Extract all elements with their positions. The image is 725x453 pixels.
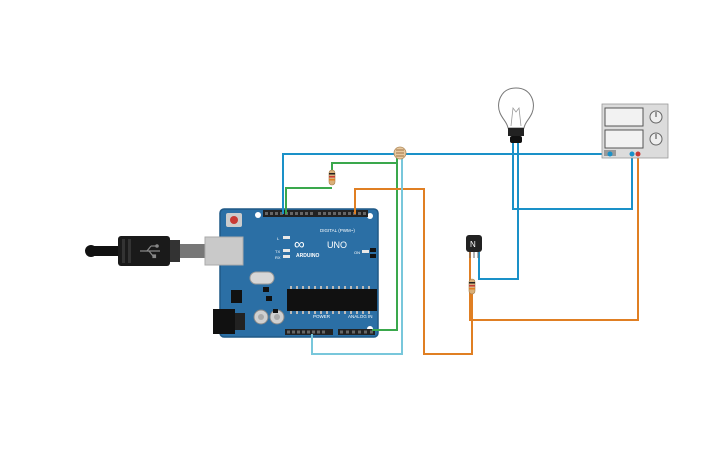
light-bulb[interactable]: [498, 87, 534, 143]
usb-connector-metal: [180, 244, 205, 258]
icsp-header: [370, 248, 376, 258]
wire-blue-bulb-supply[interactable]: [512, 140, 633, 210]
board-model: UNO: [327, 240, 347, 250]
wire-orange-signal[interactable]: [354, 188, 473, 355]
mounting-hole: [367, 213, 373, 219]
led-rx-label: RX: [275, 255, 281, 260]
crystal: [249, 271, 275, 285]
digital-header[interactable]: [263, 210, 368, 217]
power-jack[interactable]: [213, 309, 235, 334]
led-l-label: L: [277, 236, 280, 241]
atmega-chip: [287, 289, 377, 311]
transistor-label: N: [470, 240, 476, 249]
voltage-display: [604, 107, 644, 127]
board-brand: ARDUINO: [296, 253, 319, 259]
led-tx-label: TX: [275, 249, 280, 254]
voltage-regulator: [231, 290, 242, 303]
analog-header[interactable]: [338, 329, 375, 335]
wire-orange-supply[interactable]: [469, 154, 639, 321]
mounting-hole: [255, 212, 261, 218]
led-on: [362, 250, 369, 253]
power-pins: [287, 330, 325, 334]
led-tx: [283, 249, 290, 252]
photoresistor[interactable]: [393, 146, 407, 160]
wire-green-5v[interactable]: [285, 187, 332, 214]
arduino-logo-icon: ∞: [294, 236, 305, 253]
led-on-label: ON: [354, 250, 360, 255]
wire-blue-bulb-transistor[interactable]: [478, 140, 519, 280]
chip-pins: [290, 286, 370, 314]
led-l: [283, 236, 290, 239]
transistor-npn[interactable]: N: [466, 235, 482, 258]
supply-terminal-neg[interactable]: [629, 151, 635, 157]
resistor-base[interactable]: [468, 278, 476, 295]
power-supply[interactable]: [601, 103, 669, 159]
led-rx: [283, 255, 290, 258]
analog-pins: [340, 330, 373, 334]
usb-icon: [140, 244, 160, 259]
wire-green-a0[interactable]: [372, 163, 398, 331]
arduino-board[interactable]: L TX RX ON ∞ UNO ARDUINO DIGITAL (PWM~) …: [204, 208, 379, 338]
current-display: [604, 129, 644, 149]
wire-lightblue-gnd[interactable]: [311, 155, 403, 355]
wire-green-resistor-ldr[interactable]: [331, 155, 398, 182]
analog-label: ANALOG IN: [348, 314, 373, 319]
supply-terminal-pos[interactable]: [635, 151, 641, 157]
wire-blue-gnd[interactable]: [282, 153, 610, 214]
supply-terminal-gnd[interactable]: [607, 151, 613, 157]
power-label: POWER: [313, 314, 331, 319]
digital-label: DIGITAL (PWM~): [320, 228, 355, 233]
resistor-pulldown[interactable]: [328, 169, 336, 186]
